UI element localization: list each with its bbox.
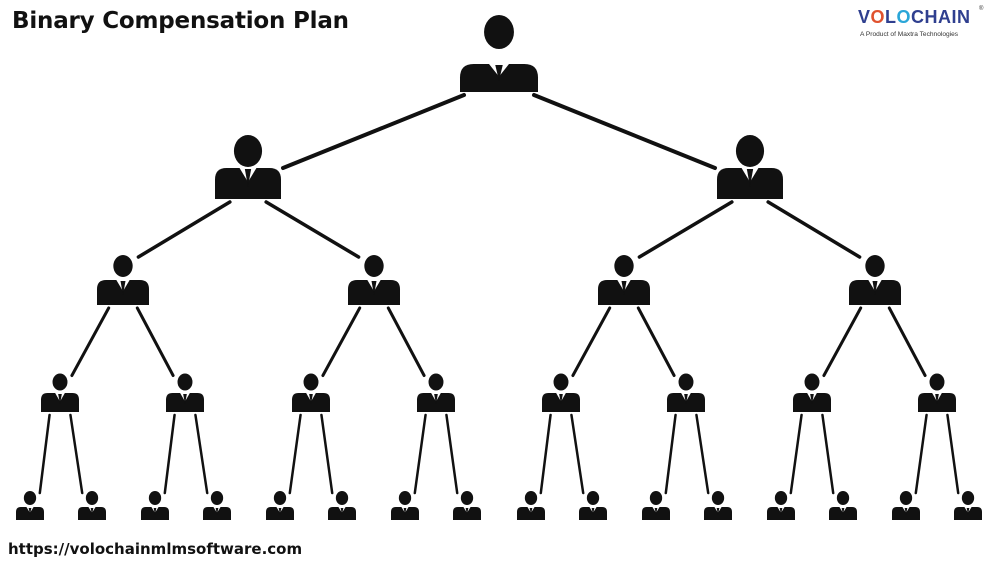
person-icon — [292, 373, 330, 412]
tree-connector-line — [821, 413, 835, 495]
tree-connector-line — [695, 413, 710, 495]
person-icon — [717, 135, 783, 199]
person-icon — [704, 491, 732, 520]
tree-connector-line — [288, 413, 302, 495]
tree-connector-line — [413, 413, 427, 495]
logo-letter: L — [885, 7, 897, 27]
tree-connector-line — [570, 413, 585, 495]
tree-connector-line — [637, 200, 734, 259]
tree-connector-line — [946, 413, 960, 495]
tree-connector-line — [571, 306, 612, 377]
person-icon — [642, 491, 670, 520]
person-icon — [215, 135, 281, 199]
logo-letters: CHAIN — [911, 7, 971, 27]
tree-connector-line — [163, 413, 176, 495]
person-icon — [667, 373, 705, 412]
person-icon — [41, 373, 79, 412]
person-icon — [918, 373, 956, 412]
tree-connector-line — [386, 306, 426, 377]
website-url[interactable]: https://volochainmlmsoftware.com — [8, 540, 303, 558]
person-icon — [829, 491, 857, 520]
tree-connector-line — [320, 413, 334, 495]
tree-connector-line — [445, 413, 459, 495]
person-icon — [391, 491, 419, 520]
tree-connector-line — [532, 93, 717, 170]
person-icon — [141, 491, 169, 520]
person-icon — [793, 373, 831, 412]
person-icon — [266, 491, 294, 520]
logo-letter: V — [858, 7, 871, 27]
page-title: Binary Compensation Plan — [12, 8, 349, 34]
person-icon — [203, 491, 231, 520]
person-icon — [166, 373, 204, 412]
person-icon — [892, 491, 920, 520]
tree-connector-line — [38, 413, 51, 495]
person-icon — [348, 255, 400, 305]
person-icon — [767, 491, 795, 520]
tree-nodes — [16, 15, 982, 520]
logo-letter: O — [896, 7, 912, 27]
logo-letter: O — [870, 7, 886, 27]
tree-connector-line — [136, 200, 232, 259]
tree-connector-line — [281, 93, 466, 170]
tree-connector-line — [321, 306, 362, 377]
tree-connector-line — [789, 413, 803, 495]
person-icon — [517, 491, 545, 520]
tree-connector-line — [636, 306, 676, 377]
person-icon — [598, 255, 650, 305]
person-icon — [460, 15, 538, 92]
tree-connector-line — [539, 413, 552, 495]
person-icon — [328, 491, 356, 520]
person-icon — [954, 491, 982, 520]
tree-connector-line — [135, 306, 175, 377]
logo-tagline: A Product of Maxtra Technologies — [860, 31, 959, 38]
tree-connector-line — [887, 306, 927, 377]
brand-logo: VOLOCHAIN ® A Product of Maxtra Technolo… — [858, 6, 988, 42]
tree-connector-line — [194, 413, 209, 495]
logo-wordmark: VOLOCHAIN — [858, 7, 971, 28]
person-icon — [16, 491, 44, 520]
person-icon — [453, 491, 481, 520]
person-icon — [97, 255, 149, 305]
tree-connector-line — [766, 200, 862, 259]
tree-edges — [38, 93, 960, 495]
registered-mark: ® — [979, 6, 984, 12]
tree-connector-line — [264, 200, 361, 259]
person-icon — [849, 255, 901, 305]
tree-connector-line — [822, 306, 863, 377]
person-icon — [542, 373, 580, 412]
tree-connector-line — [664, 413, 677, 495]
person-icon — [78, 491, 106, 520]
tree-connector-line — [69, 413, 84, 495]
tree-connector-line — [70, 306, 111, 377]
person-icon — [417, 373, 455, 412]
person-icon — [579, 491, 607, 520]
tree-connector-line — [914, 413, 928, 495]
